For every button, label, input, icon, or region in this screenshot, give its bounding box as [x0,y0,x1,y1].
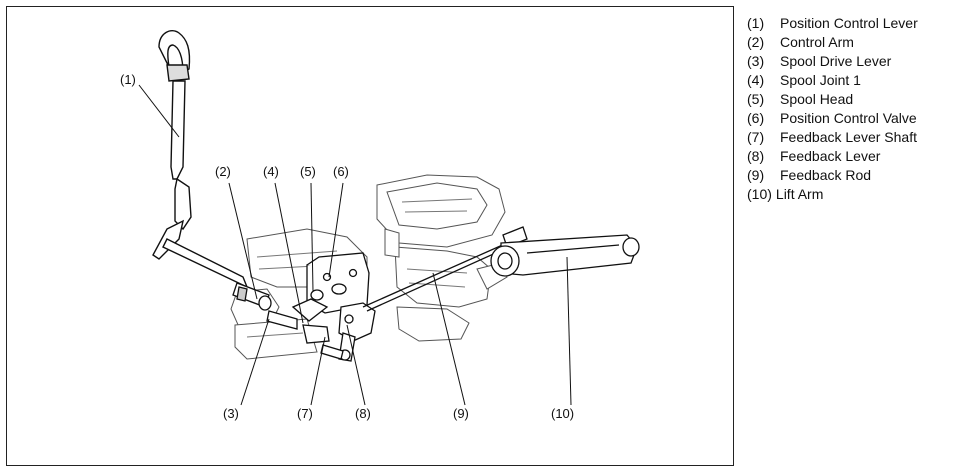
legend-number: (2) [747,34,765,50]
callout-4: (4) [263,164,279,179]
legend-label: Feedback Lever [780,148,881,164]
legend-number: (6) [747,110,765,126]
legend-item: (10)Lift Arm [747,185,918,204]
callout-6: (6) [333,164,349,179]
legend-label: Feedback Lever Shaft [780,129,917,145]
legend-number: (1) [747,15,765,31]
legend-label: Spool Head [780,91,854,107]
position-control-valve-block [266,252,370,344]
parts-legend: (1) Position Control Lever (2) Control Arm… [747,14,918,204]
legend-item: (9) Feedback Rod [747,166,918,185]
legend-item: (3) Spool Drive Lever [747,52,918,71]
legend-label: Position Control Valve [780,110,917,126]
legend-item: (8) Feedback Lever [747,147,918,166]
legend-label: Spool Joint 1 [780,72,861,88]
control-arm [232,282,272,311]
legend-label: Lift Arm [775,186,824,202]
legend-item: (5) Spool Head [747,90,918,109]
legend-number: (9) [747,167,765,183]
legend-item: (1) Position Control Lever [747,14,918,33]
callout-2: (2) [215,164,231,179]
lift-arm [490,234,640,277]
legend-item: (7) Feedback Lever Shaft [747,128,918,147]
legend-number: (5) [747,91,765,107]
legend-label: Feedback Rod [780,167,872,183]
callout-7: (7) [297,406,313,421]
legend-number: (7) [747,129,765,145]
position-control-lever [152,29,249,289]
legend-label: Control Arm [780,34,854,50]
legend-number: (3) [747,53,765,69]
callout-10: (10) [551,406,575,421]
diagram-frame: (1) (2) (4) (5) (6) (3) (7) (8) (9) (10) [6,6,734,466]
legend-label: Position Control Lever [780,15,918,31]
callout-5: (5) [300,164,316,179]
legend-number: (4) [747,72,765,88]
callout-3: (3) [223,406,239,421]
legend-item: (2) Control Arm [747,33,918,52]
legend-label: Spool Drive Lever [780,53,892,69]
leader-lines [138,84,572,406]
legend-item: (6) Position Control Valve [747,109,918,128]
legend-number: (10) [747,186,772,202]
callout-1: (1) [120,72,136,87]
mechanism-drawing [138,29,640,406]
housing-detail-lines [246,198,473,338]
legend-number: (8) [747,148,765,164]
legend-item: (4) Spool Joint 1 [747,71,918,90]
callout-9: (9) [453,406,469,421]
callout-8: (8) [355,406,371,421]
